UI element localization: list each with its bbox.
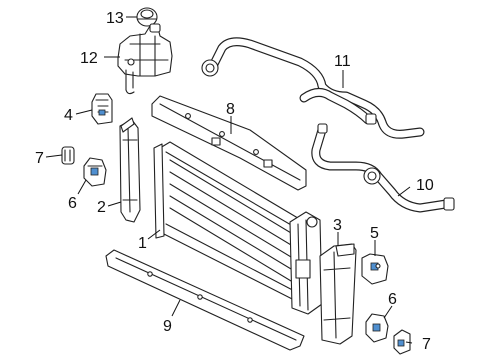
callout-2: 2 bbox=[97, 199, 106, 216]
leader-2 bbox=[107, 201, 122, 207]
callout-6-left: 6 bbox=[68, 195, 77, 212]
callout-9: 9 bbox=[163, 318, 172, 335]
reservoir-cap bbox=[136, 7, 158, 27]
callout-3: 3 bbox=[333, 217, 342, 234]
mount-bracket-6-right bbox=[365, 313, 389, 343]
upper-coolant-hose bbox=[201, 37, 425, 139]
leader-7-upper bbox=[45, 154, 63, 158]
leader-lines bbox=[45, 16, 413, 344]
leader-6-right bbox=[383, 305, 393, 319]
callout-8: 8 bbox=[226, 101, 235, 118]
air-deflector-right bbox=[319, 243, 357, 345]
callout-1: 1 bbox=[138, 235, 147, 252]
callout-11: 11 bbox=[334, 53, 351, 70]
leader-9 bbox=[171, 299, 181, 317]
callout-7-lower: 7 bbox=[422, 336, 431, 353]
grommet-7-lower bbox=[393, 329, 411, 355]
leader-6-left bbox=[77, 179, 87, 195]
radiator bbox=[153, 141, 323, 315]
mount-bracket-5 bbox=[361, 253, 389, 285]
grommet-7-upper bbox=[61, 146, 75, 165]
lower-coolant-hose bbox=[311, 123, 455, 213]
mount-bracket-6-left bbox=[83, 157, 107, 187]
callout-labels: 13 12 4 7 6 2 8 1 3 5 6 7 9 10 11 bbox=[35, 10, 434, 353]
upper-radiator-support bbox=[151, 95, 307, 191]
callout-13: 13 bbox=[106, 10, 124, 27]
callout-12: 12 bbox=[80, 50, 98, 67]
expansion-tank bbox=[117, 23, 173, 95]
callout-6-right: 6 bbox=[388, 291, 397, 308]
leader-7-lower bbox=[405, 341, 413, 344]
leader-10 bbox=[397, 186, 411, 197]
callout-5: 5 bbox=[370, 225, 379, 242]
callout-10: 10 bbox=[416, 177, 434, 194]
callout-4: 4 bbox=[64, 107, 73, 124]
callout-7-upper: 7 bbox=[35, 150, 44, 167]
mount-bracket-4 bbox=[91, 93, 113, 125]
lower-splash-shield bbox=[105, 249, 305, 351]
air-deflector-left bbox=[119, 117, 141, 223]
leader-4 bbox=[75, 109, 93, 115]
leader-1 bbox=[147, 229, 161, 240]
